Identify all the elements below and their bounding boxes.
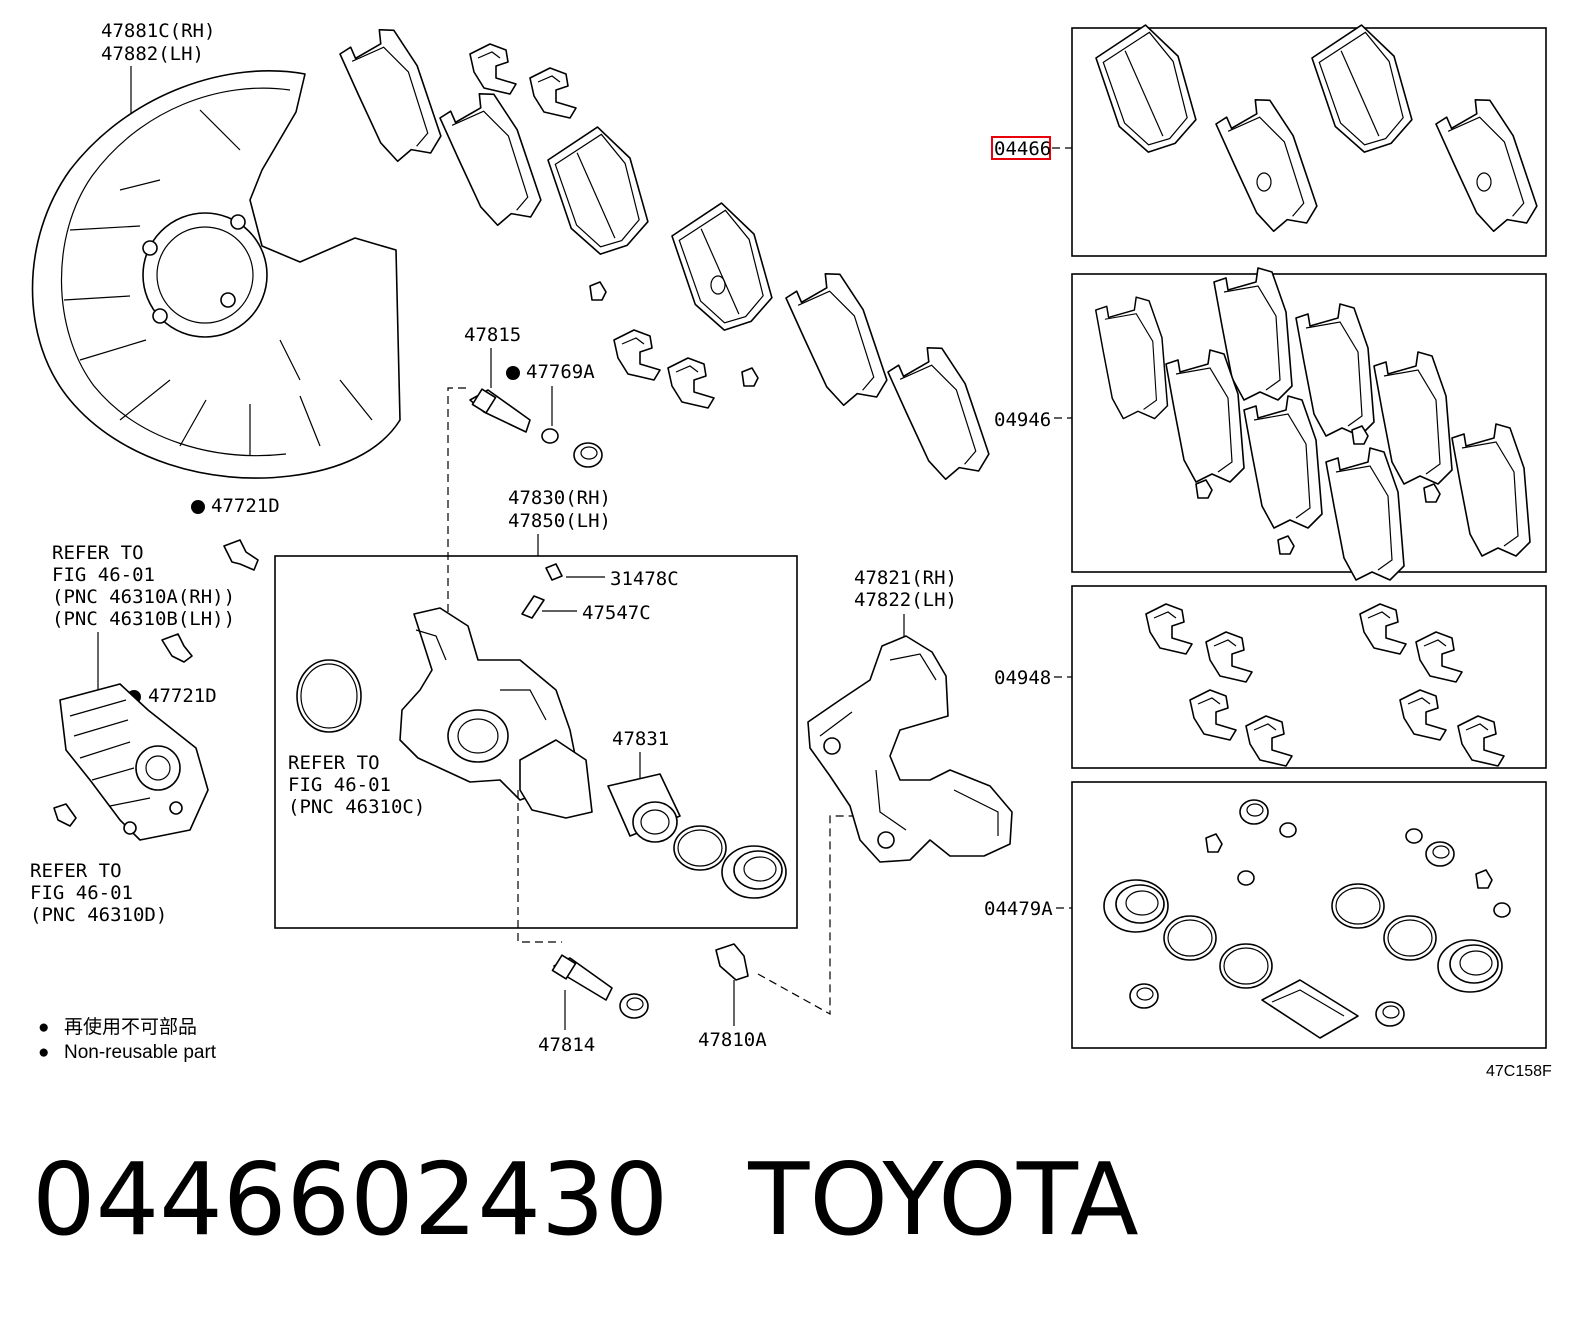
bleeder-47547c bbox=[521, 595, 545, 619]
bolt-47721d-a bbox=[223, 539, 259, 571]
dust-shield-label-rh: 47881C(RH) bbox=[101, 20, 215, 42]
kit-box-04946 bbox=[1071, 273, 1547, 573]
caliper-assembly-box bbox=[274, 555, 798, 929]
kit-box-04479a bbox=[1071, 781, 1547, 1049]
kit-04946-shims bbox=[1094, 267, 1531, 581]
bolt-47721d-label-b: 47721D bbox=[148, 685, 217, 707]
brand-name: TOYOTA bbox=[748, 1141, 1139, 1258]
non-reusable-bullet-47769a bbox=[506, 366, 520, 380]
refer-motor-line-1: REFER TO bbox=[52, 542, 144, 564]
bolt-47810a-label: 47810A bbox=[698, 1029, 767, 1051]
part-number: 0446602430 bbox=[32, 1141, 669, 1258]
seal-47769a-label: 47769A bbox=[526, 361, 595, 383]
refer-motor-line-3: (PNC 46310A(RH)) bbox=[52, 586, 235, 608]
guide-pin-47814 bbox=[551, 954, 613, 1001]
bolt-47810a bbox=[715, 943, 749, 981]
mount-label-rh: 47821(RH) bbox=[854, 567, 957, 589]
guide-pin-47815 bbox=[469, 388, 531, 433]
boot-plug-lower bbox=[619, 993, 649, 1019]
piston-seal-ring bbox=[296, 659, 362, 733]
refer-sensor-line-3: (PNC 46310D) bbox=[30, 904, 167, 926]
refer-seal-line-1: REFER TO bbox=[288, 752, 380, 774]
legend-bullet-en: ● bbox=[38, 1042, 49, 1063]
refer-sensor-line-2: FIG 46-01 bbox=[30, 882, 133, 904]
kit-04948-label[interactable]: 04948 bbox=[994, 667, 1051, 689]
parking-brake-motor bbox=[59, 683, 209, 841]
kit-04946-label[interactable]: 04946 bbox=[994, 409, 1051, 431]
cap-31478c-label: 31478C bbox=[610, 568, 679, 590]
mount-label-lh: 47822(LH) bbox=[854, 589, 957, 611]
piston-boot-47831 bbox=[721, 845, 787, 899]
caliper-mounting-bracket bbox=[807, 635, 1013, 863]
seal-47769a bbox=[541, 428, 559, 444]
figure-code: 47C158F bbox=[1486, 1063, 1552, 1080]
refer-motor-line-4: (PNC 46310B(LH)) bbox=[52, 608, 235, 630]
pin-47815-dashed-guide bbox=[447, 387, 466, 648]
legend-text-cn: 再使用不可部品 bbox=[64, 1016, 197, 1038]
wear-sensor bbox=[53, 803, 77, 827]
kit-04466-highlight bbox=[991, 136, 1051, 160]
refer-sensor-line-1: REFER TO bbox=[30, 860, 122, 882]
piston-seal-47831 bbox=[673, 825, 727, 871]
legend-bullet-cn: ● bbox=[38, 1017, 49, 1038]
legend-text-en: Non-reusable part bbox=[64, 1042, 217, 1063]
boot-plug-upper bbox=[573, 442, 603, 468]
piston-47831-label: 47831 bbox=[612, 728, 669, 750]
bolt-47810a-dashed-guide bbox=[757, 815, 860, 1016]
kit-04466-label[interactable]: 04466 bbox=[994, 138, 1051, 160]
piston-47831 bbox=[607, 773, 681, 843]
dust-shield-label-lh: 47882(LH) bbox=[101, 43, 204, 65]
pin-47815-label: 47815 bbox=[464, 324, 521, 346]
caliper-body bbox=[399, 607, 593, 819]
refer-seal-line-3: (PNC 46310C) bbox=[288, 796, 425, 818]
refer-seal-line-2: FIG 46-01 bbox=[288, 774, 391, 796]
dust-shield bbox=[31, 70, 401, 479]
bolt-47721d-label-a: 47721D bbox=[211, 495, 280, 517]
non-reusable-bullet-47721d-a bbox=[191, 500, 205, 514]
caliper-label-lh: 47850(LH) bbox=[508, 510, 611, 532]
kit-box-04466 bbox=[1071, 27, 1547, 257]
bolt-47721d-b bbox=[161, 633, 193, 663]
part-number-caption: 0446602430 TOYOTA bbox=[32, 1140, 1139, 1260]
refer-motor-line-2: FIG 46-01 bbox=[52, 564, 155, 586]
pin-47814-label: 47814 bbox=[538, 1034, 595, 1056]
kit-04479a-label[interactable]: 04479A bbox=[984, 898, 1053, 920]
kit-04948-clips bbox=[1145, 603, 1505, 767]
kit-04466-pads bbox=[1090, 17, 1542, 240]
grease-packet bbox=[1261, 979, 1359, 1039]
exploded-pad-shim-group bbox=[335, 20, 994, 488]
bleeder-cap-31478c bbox=[545, 563, 563, 581]
bleeder-47547c-label: 47547C bbox=[582, 602, 651, 624]
kit-04479a-seals bbox=[1103, 799, 1511, 1039]
caliper-label-rh: 47830(RH) bbox=[508, 487, 611, 509]
